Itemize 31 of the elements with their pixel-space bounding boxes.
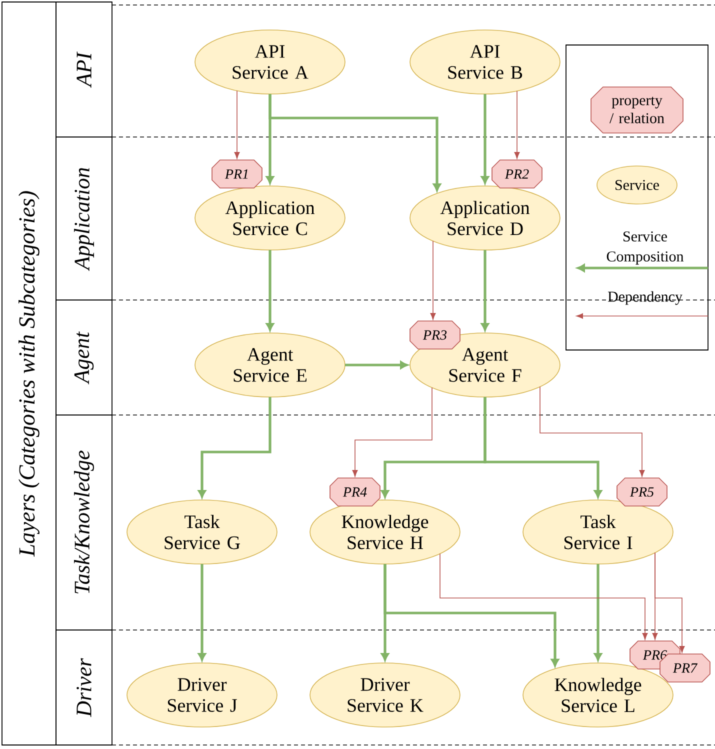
legend-tag: property / relation: [590, 86, 684, 134]
arrow: [345, 361, 408, 369]
arrow: [481, 94, 489, 184]
category-box: Layers (Categories with Subcategories): [2, 2, 56, 746]
arrow: [481, 250, 489, 331]
legend-text: Service Composition: [606, 231, 684, 265]
arrow: [384, 564, 559, 667]
legend-text: Dependency: [608, 291, 682, 305]
layer-box: Task/Knowledge: [56, 414, 112, 630]
property-tag: PR3: [410, 320, 460, 350]
property-tag: PR5: [616, 478, 668, 506]
arrow: [540, 386, 645, 477]
arrow: [234, 90, 240, 159]
layer-box: Driver: [56, 630, 112, 746]
arrow: [654, 552, 685, 653]
property-tag: PR1: [212, 160, 262, 188]
arrow: [440, 553, 648, 640]
arrow: [514, 90, 520, 159]
arrow: [352, 387, 432, 477]
arrow: [594, 564, 602, 661]
arrow: [430, 240, 436, 320]
arrow: [268, 94, 441, 192]
arrow: [198, 564, 206, 661]
layer-box: API: [56, 2, 112, 138]
arrow: [484, 397, 602, 498]
arrow: [266, 250, 274, 331]
property-tag: PR4: [330, 478, 380, 506]
layer-box: Agent: [56, 300, 112, 416]
property-tag: PR2: [492, 160, 542, 188]
arrow: [198, 397, 272, 498]
layer-box: Application: [56, 136, 112, 300]
